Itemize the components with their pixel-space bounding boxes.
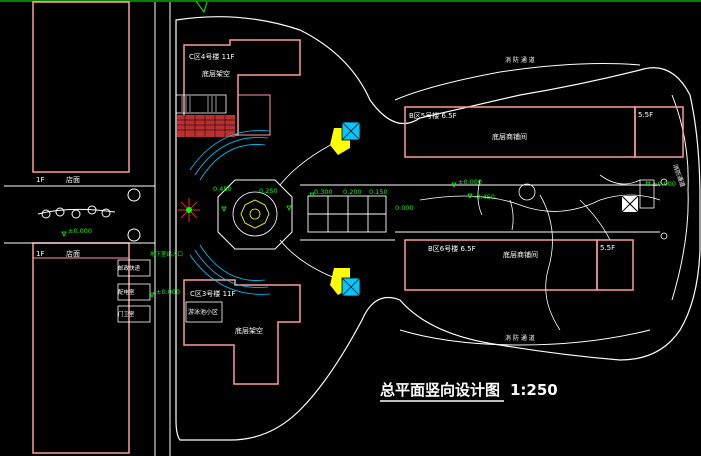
pool-box [185,301,223,323]
label-shop-top-name: 店面 [66,175,80,184]
label-b5-sub: 底层商铺间 [492,132,527,141]
elev-left-main: ±0.000 [68,227,92,235]
fountain-star [240,199,270,229]
elev-e3: 0.150 [369,188,388,196]
site-boundary [175,16,701,441]
central-walkway [279,139,660,281]
label-b6-sub: 底层商铺间 [503,250,538,259]
elev-plaza-b: 0.250 [259,187,278,195]
fire-lane-top [394,63,641,101]
shop-building-top [32,1,130,173]
label-b5-tag: 5.5F [638,111,653,119]
pavilion-bottom [330,268,361,297]
label-c3-name: C区3号楼 11F [190,289,236,298]
note-3: 门卫室 [118,310,135,318]
elev-e1: 0.300 [314,188,333,196]
label-c3-sub: 底层架空 [235,326,263,335]
fan-steps [189,130,271,295]
label-b6-tag: 5.5F [600,244,615,252]
elev-e6: -0.450 [474,193,495,201]
drawing-scale: 1:250 [510,381,558,399]
elev-left-lower: ±0.000 [156,288,180,296]
label-c4-name: C区4号楼 11F [189,52,235,61]
building-b6-annex [596,239,634,291]
note-2: 配电室 [118,288,135,296]
elevation-markers [61,181,651,298]
brick-paving [177,115,235,137]
elev-e2: 0.200 [343,188,362,196]
fire-lane-right [671,94,689,301]
street-trees [37,188,141,242]
elev-e8: ±0.000 [652,180,676,188]
elev-e4: 0.000 [395,204,414,212]
label-shop-bot-1f: 1F [36,250,44,258]
octagon-plaza [217,179,293,250]
stair-block-top [175,94,227,114]
note-1: 邮政快递 [118,264,141,272]
drawing-title: 总平面竖向设计图 [380,381,500,399]
label-b6-name: B区6号楼 6.5F [428,244,476,253]
elev-plaza-a: 0.450 [213,185,232,193]
compass-center [186,207,192,213]
label-shop-top-1f: 1F [36,176,44,184]
road-label-bottom: 消 防 通 道 [505,334,535,342]
road-label-top: 消 防 通 道 [505,56,535,64]
frame-break-mark [195,0,208,14]
label-pool: 游泳池小区 [188,308,218,316]
label-c4-sub: 底层架空 [202,69,230,78]
label-shop-bot-name: 店面 [66,249,80,258]
pavilion-top [330,121,361,155]
shop-building-bottom [32,242,130,454]
building-b5-annex [634,106,684,158]
label-b5-name: B区5号楼 6.5F [409,111,457,120]
label-underground: 地下室出入口 [150,250,183,258]
fire-lane-bottom [399,329,651,346]
elev-e7: ±0.000 [458,178,482,186]
